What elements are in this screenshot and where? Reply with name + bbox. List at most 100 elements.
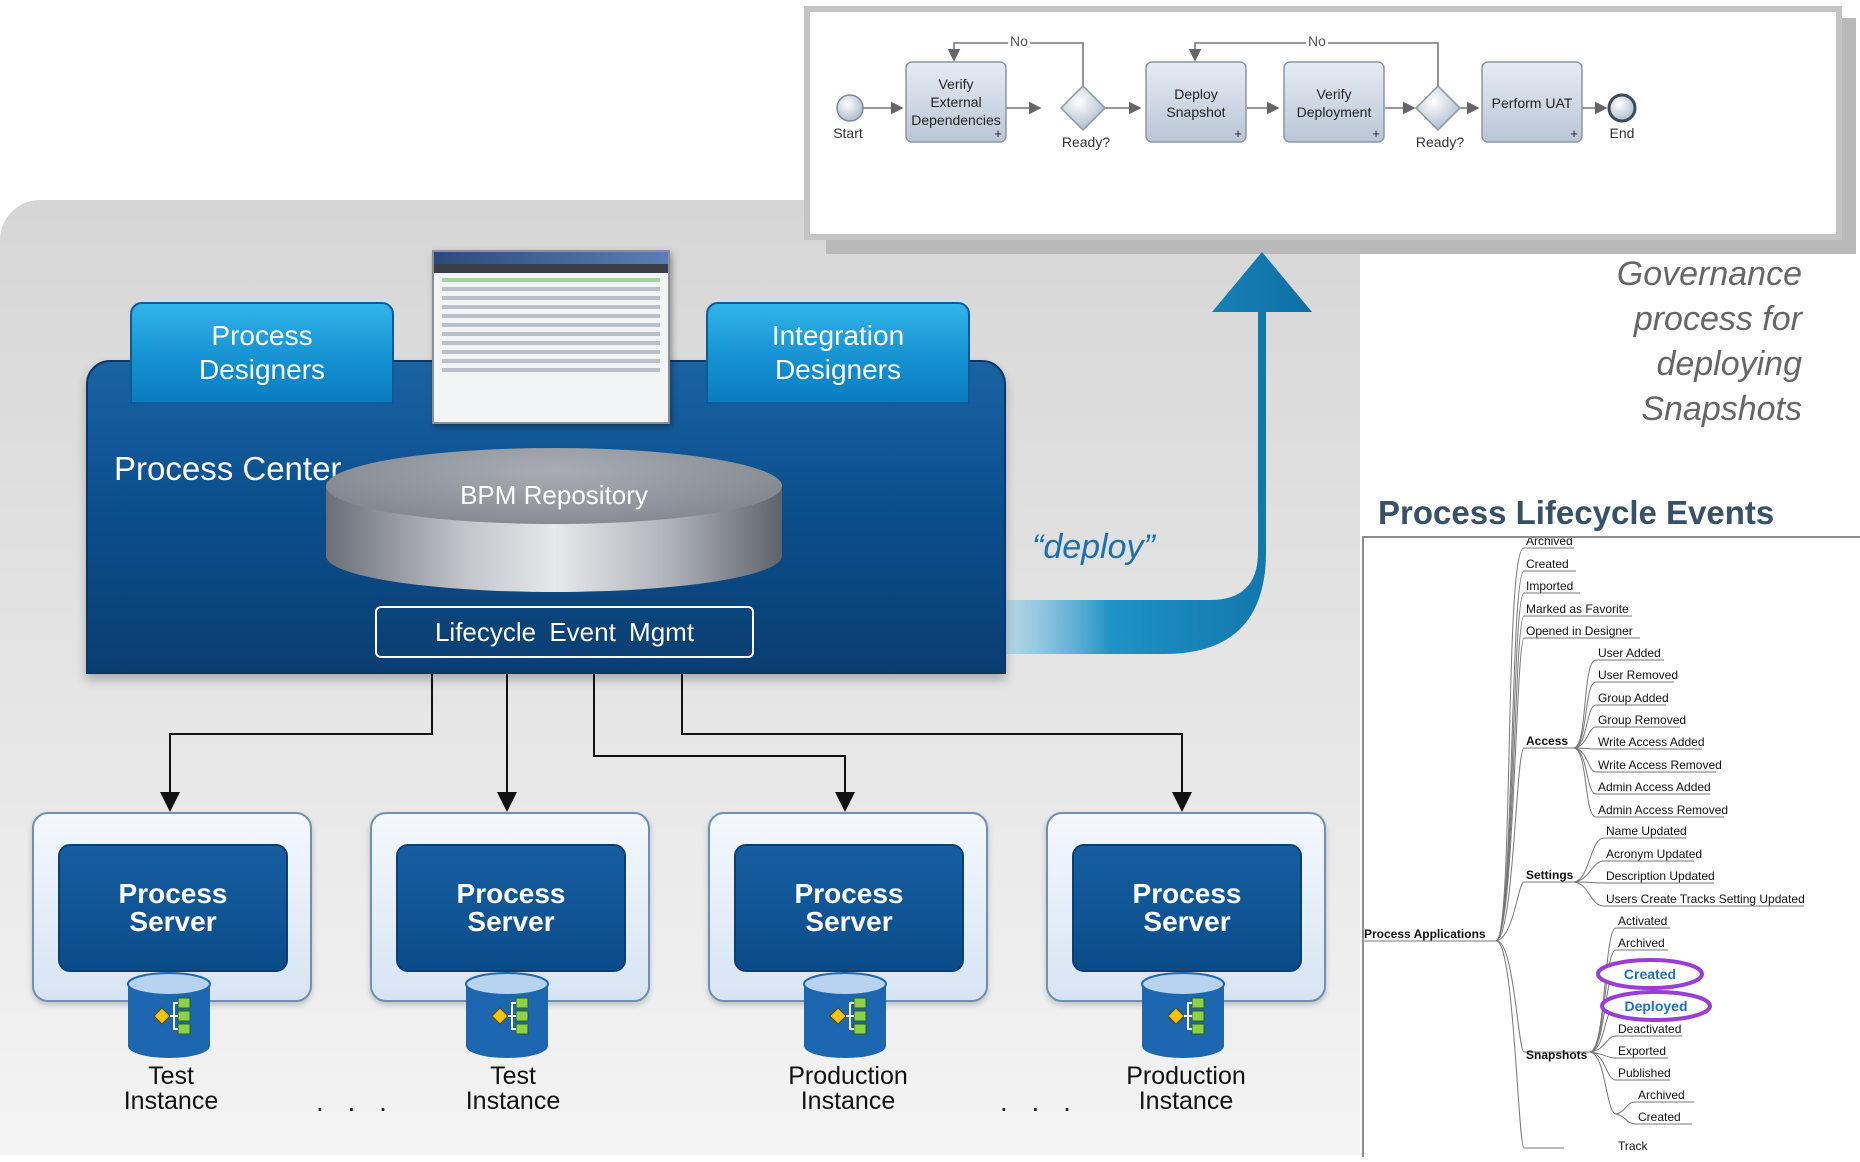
tree-access-7: Admin Access Removed [1598,803,1728,817]
instance-label-1-l1: Test [148,1062,194,1090]
process-server-3-l1: Process [794,878,904,909]
instance-label-3-l2: Instance [800,1087,896,1115]
lifecycle-events-panel: Process Applications Archived Created Im… [1362,534,1860,1157]
governance-caption: Governance process for deploying Snapsho… [1340,252,1802,432]
lifecycle-events-title: Process Lifecycle Events [1378,494,1775,531]
subprocess-marker-1: + [994,126,1002,141]
task-verify-external-l2: External [930,94,981,110]
loop-label-bg-2 [1306,34,1328,48]
task-verify-deployment [1283,61,1385,143]
deploy-arrow [1002,252,1312,654]
task-deploy-snapshot [1145,61,1247,143]
start-label: Start [833,125,863,141]
repository-cylinder-top [326,448,782,524]
tree-track-1: Created [1638,1110,1681,1124]
tree-access-0: User Added [1598,646,1661,660]
tree-access-5: Write Access Removed [1598,758,1722,772]
bpmn-flow: No No Start Verify External Dependencies… [833,33,1637,150]
task-perform-uat [1481,61,1583,143]
tree-top-1: Created [1526,557,1569,571]
tree-track-0: Archived [1638,1088,1685,1102]
process-server-3-l2: Server [805,906,893,937]
subprocess-marker-3: + [1372,126,1380,141]
task-verify-external [905,61,1007,143]
tree-snapshots: Snapshots [1526,1048,1588,1062]
gateway-ready-2-label: Ready? [1416,134,1464,150]
tree-snapshots-4: Deactivated [1618,1022,1681,1036]
task-verify-deployment-l2: Deployment [1297,104,1372,120]
tree-settings: Settings [1526,868,1574,882]
task-deploy-snapshot-l1: Deploy [1174,86,1218,102]
loop-label-2: No [1308,33,1326,49]
process-designers-l1: Process [211,320,313,351]
task-deploy-snapshot-l2: Snapshot [1166,104,1225,120]
governance-caption-l1: Governance [1616,255,1802,293]
integration-designers-l1: Integration [771,320,905,351]
process-center-title: Process Center [114,450,342,487]
tree-settings-3: Users Create Tracks Setting Updated [1606,892,1805,906]
gateway-ready-1-label: Ready? [1062,134,1110,150]
gateway-ready-1 [1059,84,1107,132]
tree-snapshots-6: Published [1618,1066,1671,1080]
lifecycle-tree: Process Applications Archived Created Im… [1364,534,1805,1153]
task-verify-deployment-l1: Verify [1316,86,1351,102]
highlight-created [1596,958,1704,990]
tree-access-3: Group Removed [1598,713,1686,727]
ellipsis-2: . . . [1000,1086,1079,1117]
tree-access-2: Group Added [1598,691,1669,705]
instance-label-3-l1: Production [788,1062,908,1090]
governance-caption-l2: process for [1633,300,1802,338]
database-icon [127,972,211,1058]
process-server-4-l2: Server [1143,906,1231,937]
loop-label-bg-1 [1008,34,1030,48]
process-server-2-l1: Process [456,878,566,909]
governance-process-diagram: No No Start Verify External Dependencies… [804,6,1842,240]
subprocess-marker-4: + [1570,126,1578,141]
end-event [1607,93,1637,123]
bpm-repository-label: BPM Repository [460,480,648,510]
tree-access-4: Write Access Added [1598,735,1705,749]
database-icon [1141,972,1225,1058]
deploy-label: “deploy” [1032,528,1155,566]
end-label: End [1610,125,1635,141]
ellipsis-1: . . . [316,1086,395,1117]
process-center-screenshot-thumbnail [432,250,670,424]
instance-label-2-l2: Instance [465,1087,561,1115]
instance-label-1-l2: Instance [123,1087,219,1115]
gateway-ready-2 [1414,84,1462,132]
instance-label-4-l2: Instance [1138,1087,1234,1115]
tree-snapshots-0: Activated [1618,914,1667,928]
lifecycle-event-mgmt: Lifecycle Event Mgmt [375,606,754,658]
subprocess-marker-2: + [1234,126,1242,141]
tree-top-3: Marked as Favorite [1526,602,1629,616]
tree-snapshots-3: Deployed [1624,998,1687,1014]
process-server-1-l1: Process [118,878,228,909]
task-verify-external-l1: Verify [938,76,973,92]
process-server-2-l2: Server [467,906,555,937]
tree-top-2: Imported [1526,579,1573,593]
highlight-deployed [1600,990,1712,1022]
integration-designers-l2: Designers [774,354,902,385]
tree-top-4: Opened in Designer [1526,624,1633,638]
process-server-1-l2: Server [129,906,217,937]
task-perform-uat-label: Perform UAT [1492,95,1573,111]
connector-4 [681,672,1192,812]
process-server-4-l1: Process [1132,878,1242,909]
task-verify-external-l3: Dependencies [911,112,1001,128]
loop-label-1: No [1010,33,1028,49]
governance-caption-l4: Snapshots [1641,390,1802,428]
governance-caption-l3: deploying [1656,345,1802,383]
tree-access: Access [1526,734,1568,748]
tree-root: Process Applications [1364,927,1486,941]
tree-settings-2: Description Updated [1606,869,1715,883]
tree-top-0: Archived [1526,538,1573,548]
tree-snapshots-5: Exported [1618,1044,1666,1058]
